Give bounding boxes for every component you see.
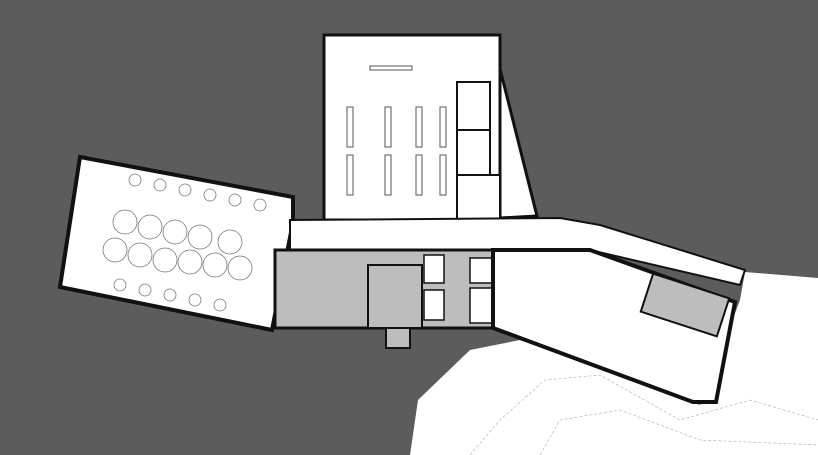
terrain-contours [469, 374, 818, 455]
hall-side-rooms [456, 81, 501, 221]
south-annex [385, 327, 411, 349]
west-hall-tables [102, 173, 267, 312]
east-hall-counter [639, 272, 731, 338]
hall-seating [346, 65, 447, 196]
central-room [367, 264, 423, 329]
toilet-rooms [423, 254, 493, 324]
